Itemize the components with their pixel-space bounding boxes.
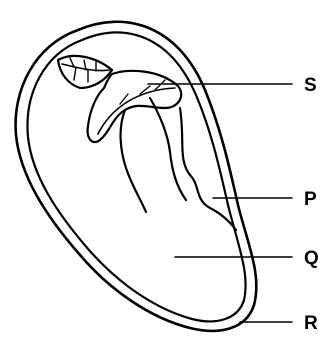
label-p: P bbox=[304, 189, 317, 210]
seed-coat-inner-outline bbox=[27, 33, 245, 322]
label-r: R bbox=[304, 313, 318, 334]
radicle bbox=[121, 98, 186, 212]
label-q: Q bbox=[304, 248, 319, 269]
plumule-small-leaf bbox=[58, 56, 112, 88]
label-s: S bbox=[304, 75, 317, 96]
